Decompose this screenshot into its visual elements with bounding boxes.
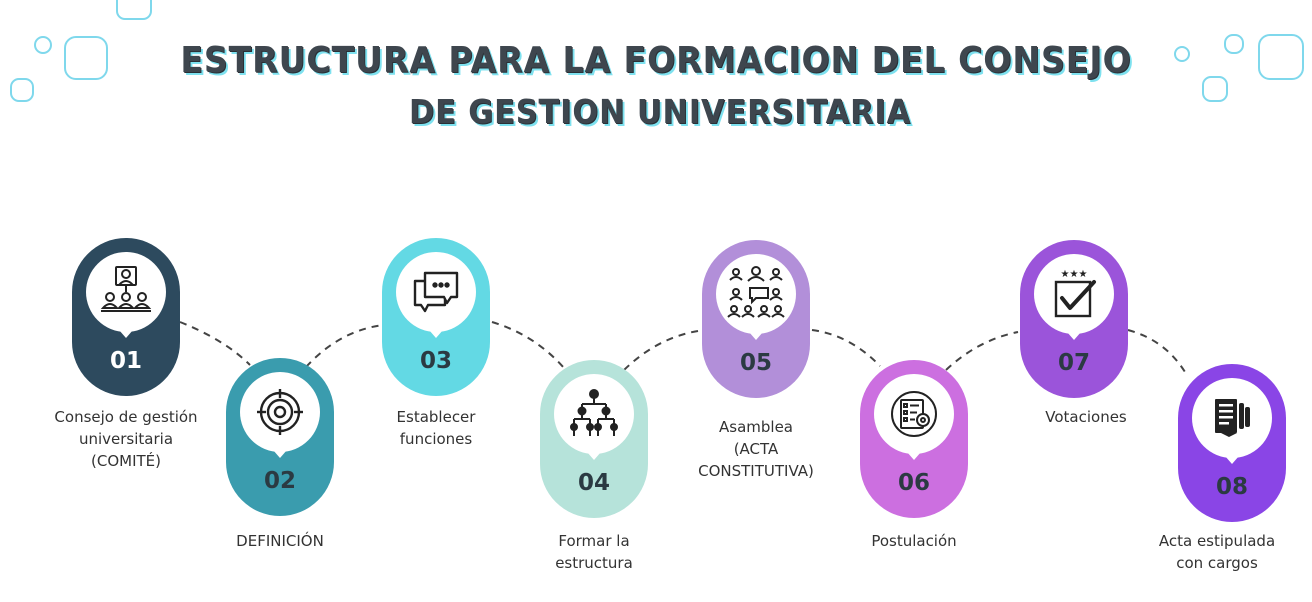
deco-square: [1174, 46, 1190, 62]
step-label: Establecer funciones: [396, 408, 476, 448]
connector-01-02: [179, 321, 251, 366]
pin-tip: [422, 322, 450, 338]
step-label: Acta estipulada con cargos: [1158, 532, 1276, 572]
step-number: 04: [577, 470, 610, 496]
svg-text:★★★: ★★★: [1061, 269, 1088, 280]
pin-tip: [1060, 324, 1088, 340]
deco-square: [1258, 34, 1304, 80]
connector-07-08: [1127, 329, 1186, 373]
step-label: Asamblea (ACTA CONSTITUTIVA): [698, 418, 814, 480]
step-number: 01: [109, 348, 142, 374]
connector-06-07: [945, 331, 1019, 371]
icon-badge: [240, 372, 320, 452]
pin-tip: [266, 442, 294, 458]
assembly-icon: [727, 266, 785, 318]
step-06: 06: [860, 360, 968, 518]
deco-square: [10, 78, 34, 102]
step-number: 05: [739, 350, 772, 376]
deco-square: [1202, 76, 1228, 102]
step-label: Formar la estructura: [555, 532, 633, 572]
step-02: 02: [226, 358, 334, 516]
step-number: 03: [419, 348, 452, 374]
step-label: DEFINICIÓN: [236, 532, 324, 550]
pin-tip: [742, 324, 770, 340]
connector-03-04: [491, 321, 565, 369]
committee-icon: [100, 266, 152, 312]
connector-05-06: [811, 329, 881, 367]
deco-square: [1224, 34, 1244, 54]
icon-badge: [716, 254, 796, 334]
chat-icon: [413, 271, 459, 313]
deco-square: [116, 0, 152, 20]
deco-square: [64, 36, 108, 80]
target-icon: [257, 389, 303, 435]
page-subtitle: DE GESTION UNIVERSITARIA: [408, 92, 912, 131]
pin-tip: [580, 444, 608, 460]
application-form-icon: [891, 391, 937, 437]
connector-04-05: [623, 329, 706, 371]
ballot-icon: ★★★: [1054, 269, 1096, 318]
deco-square: [34, 36, 52, 54]
icon-badge: ★★★: [1034, 254, 1114, 334]
step-03: 03: [382, 238, 490, 396]
document-icon: [1215, 399, 1250, 437]
connector-02-03: [305, 324, 385, 368]
step-07: ★★★ 07: [1020, 240, 1128, 398]
step-number: 06: [897, 470, 930, 496]
step-04: 04: [540, 360, 648, 518]
step-number: 02: [263, 468, 296, 494]
step-label: Votaciones: [1045, 408, 1127, 426]
org-chart-icon: [570, 389, 618, 436]
icon-badge: [1192, 378, 1272, 458]
icon-badge: [86, 252, 166, 332]
pin-tip: [112, 322, 140, 338]
step-label: Consejo de gestión universitaria (COMITÉ…: [54, 408, 198, 470]
page-title: ESTRUCTURA PARA LA FORMACION DEL CONSEJO: [180, 40, 1132, 81]
icon-badge: [396, 252, 476, 332]
step-label: Postulación: [871, 532, 957, 550]
icon-badge: [554, 374, 634, 454]
icon-badge: [874, 374, 954, 454]
pin-tip: [900, 444, 928, 460]
step-01: 01: [72, 238, 180, 396]
step-05: 05: [702, 240, 810, 398]
step-number: 07: [1057, 350, 1090, 376]
step-08: 08: [1178, 364, 1286, 522]
pin-tip: [1218, 448, 1246, 464]
step-number: 08: [1215, 474, 1248, 500]
